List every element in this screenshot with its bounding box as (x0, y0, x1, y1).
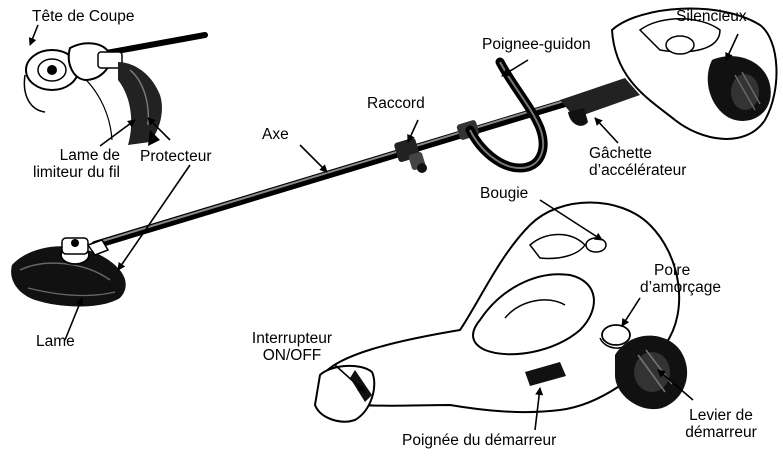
label-raccord: Raccord (367, 95, 425, 112)
label-silencieux: Silencieux (676, 8, 747, 25)
label-gachette: Gâchette d’accélérateur (589, 145, 686, 179)
label-axe: Axe (262, 126, 289, 143)
leader-gachette (595, 118, 618, 143)
cutting-head-drawing (24, 35, 205, 146)
label-tete-de-coupe: Tête de Coupe (32, 8, 135, 25)
label-lame-limiteur: Lame de limiteur du fil (6, 147, 120, 181)
label-poignee-guidon: Poignee-guidon (482, 36, 591, 53)
leader-axe (300, 145, 327, 172)
handle-loop-drawing (470, 62, 543, 168)
label-levier: Levier de démarreur (676, 407, 766, 441)
engine-top-drawing (612, 9, 776, 139)
throttle-handle-drawing (560, 78, 640, 126)
label-protecteur: Protecteur (140, 148, 212, 165)
label-lame: Lame (36, 333, 75, 350)
label-poire: Poire d’amorçage (640, 262, 721, 296)
label-bougie: Bougie (480, 185, 528, 202)
shaft-drawing (95, 98, 575, 245)
label-poignee-demarreur: Poignée du démarreur (402, 432, 556, 449)
label-interrupteur: Interrupteur ON/OFF (234, 330, 350, 364)
leader-tete-de-coupe (30, 25, 38, 45)
blade-drawing (11, 238, 126, 307)
